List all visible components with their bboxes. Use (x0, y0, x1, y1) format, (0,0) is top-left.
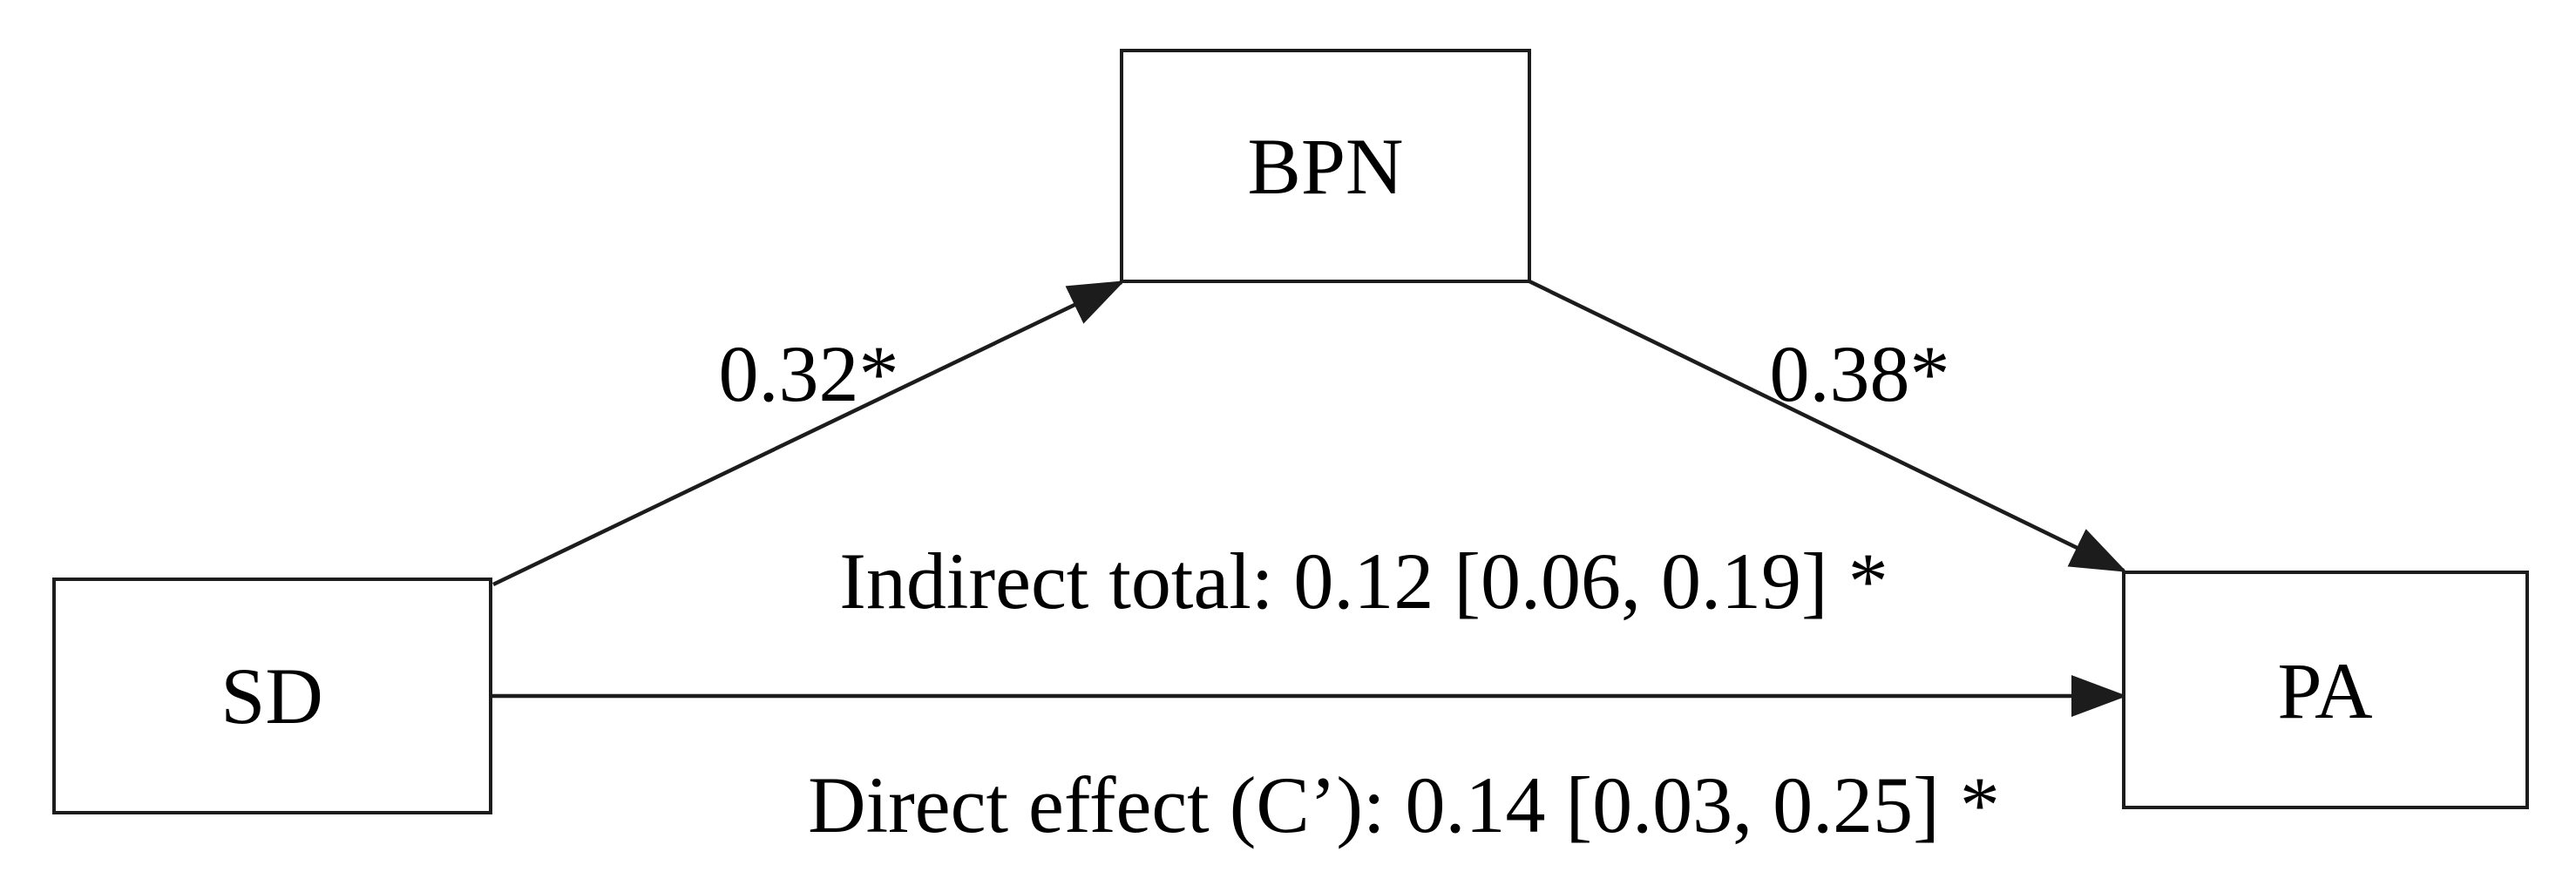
indirect-effect-label: Indirect total: 0.12 [0.06, 0.19] * (839, 537, 1888, 625)
coefficient-a-path-label: 0.32* (719, 329, 899, 418)
node-pa-box (2122, 571, 2529, 809)
arrow-bpn-to-pa (1529, 279, 2127, 573)
direct-effect-label: Direct effect (C’): 0.14 [0.03, 0.25] * (808, 760, 2000, 849)
coefficient-b-path-label: 0.38* (1770, 329, 1950, 418)
node-bpn-box (1120, 49, 1531, 283)
node-sd-label: SD (220, 652, 323, 740)
node-sd-box (52, 578, 492, 814)
node-bpn-label: BPN (1248, 122, 1404, 211)
arrow-sd-to-bpn (492, 280, 1125, 587)
node-pa-label: PA (2277, 646, 2372, 735)
